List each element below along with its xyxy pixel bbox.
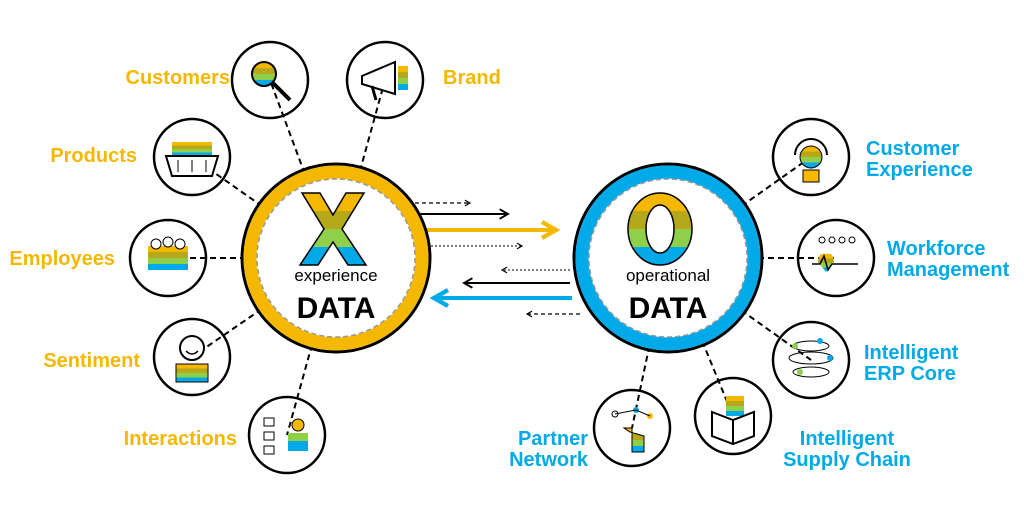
magnifier-person-icon: [251, 61, 292, 102]
flow-arrows: [415, 199, 580, 318]
node-products: Products: [50, 117, 232, 197]
hand-network-icon: [611, 407, 653, 453]
node-sentiment: Sentiment: [43, 317, 232, 397]
operational-title: DATA: [629, 292, 708, 325]
open-box-icon: [711, 396, 755, 446]
svg-text:Customers: Customers: [126, 67, 230, 89]
node-brand: Brand: [345, 40, 501, 120]
svg-text:Brand: Brand: [443, 67, 501, 89]
person-interactions-icon: [263, 417, 308, 455]
megaphone-icon: [361, 60, 408, 101]
smiling-person-icon: [175, 335, 209, 383]
headset-person-icon: [794, 138, 828, 183]
workforce-heartbeat-icon: [812, 236, 858, 272]
shopping-basket-icon: [164, 142, 220, 177]
experience-data-hub: experience DATA: [240, 162, 432, 354]
svg-text:Sentiment: Sentiment: [43, 350, 140, 372]
spiral-network-icon: [788, 338, 834, 378]
svg-text:Interactions: Interactions: [124, 428, 237, 450]
operational-data-hub: operational DATA: [572, 162, 764, 354]
svg-text:Employees: Employees: [9, 248, 115, 270]
experience-subtitle: experience: [294, 266, 377, 285]
svg-text:Products: Products: [50, 145, 137, 167]
node-customers: Customers: [126, 40, 310, 120]
experience-title: DATA: [297, 292, 376, 325]
o-logo: [627, 192, 693, 266]
node-employees: Employees: [9, 218, 208, 298]
x-logo: [298, 192, 368, 266]
node-interactions: Interactions: [124, 395, 327, 475]
people-group-icon: [148, 236, 188, 270]
operational-subtitle: operational: [626, 266, 710, 285]
